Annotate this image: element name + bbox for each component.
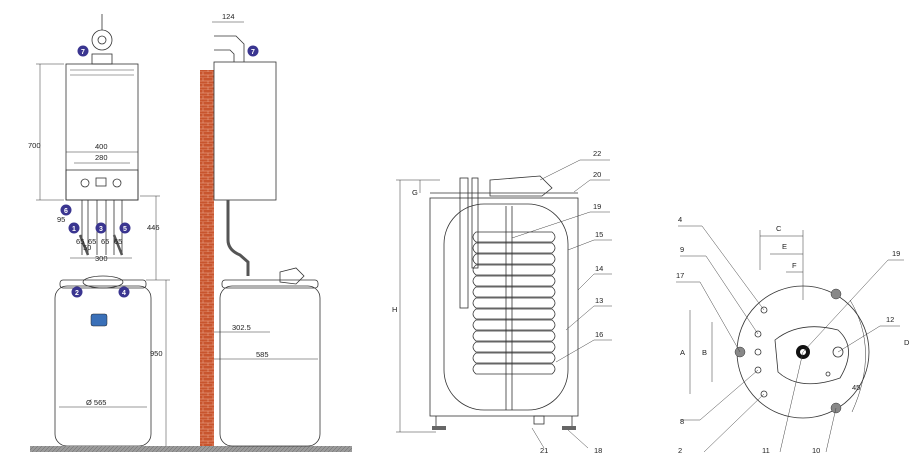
coil-loop	[472, 330, 556, 342]
label-21: 21	[540, 446, 548, 455]
label-B: B	[702, 348, 707, 357]
boiler-side	[213, 61, 277, 201]
label-13: 13	[595, 296, 603, 305]
label-12: 12	[886, 315, 894, 324]
label-G: G	[412, 188, 418, 197]
label-22: 22	[593, 149, 601, 158]
label-19: 19	[593, 202, 601, 211]
dim-446: 446	[147, 223, 160, 232]
svg-text:1: 1	[72, 226, 76, 233]
dim-95: 95	[57, 215, 65, 224]
label-10: 10	[812, 446, 820, 455]
cylinder-top	[59, 279, 147, 289]
dim-65-c: 65	[101, 237, 109, 246]
label-D: D	[904, 338, 910, 347]
label-A: A	[680, 348, 685, 357]
top-cover	[489, 175, 553, 197]
dim-302: 302.5	[232, 323, 251, 332]
badge-1: 1	[68, 222, 80, 234]
dim-65-d: 65	[114, 237, 122, 246]
coil-loop	[472, 352, 556, 364]
dim-300: 300	[95, 254, 108, 263]
label-17: 17	[676, 271, 684, 280]
label-19-top: 19	[892, 249, 900, 258]
badge-4: 4	[118, 286, 130, 298]
front-view: 700 400 280 95 50 65 65 65 65 300 Ø 565 …	[28, 14, 352, 452]
top-view: C E F A B D 45 4 9 17 8 2 11 10 12 19	[676, 215, 910, 455]
svg-text:6: 6	[64, 208, 68, 215]
dim-65-a: 65	[76, 237, 84, 246]
coil-loop	[472, 308, 556, 320]
label-18: 18	[594, 446, 602, 455]
coil-loop	[472, 231, 556, 243]
cylinder-logo	[90, 313, 108, 327]
svg-text:5: 5	[123, 226, 127, 233]
boiler-casing	[65, 63, 139, 201]
svg-text:7: 7	[251, 49, 255, 56]
svg-text:7: 7	[81, 49, 85, 56]
coil-loop	[472, 363, 556, 375]
label-2: 2	[678, 446, 682, 455]
section-view: 22 20 19 15 14 13 16 21 18 H G	[392, 149, 612, 455]
badge-5: 5	[119, 222, 131, 234]
label-16: 16	[595, 330, 603, 339]
coil-loop	[472, 286, 556, 298]
coil-loop	[472, 297, 556, 309]
dim-124: 124	[222, 12, 235, 21]
outer-jacket	[429, 197, 579, 417]
dim-400: 400	[95, 142, 108, 151]
cylinder-side	[219, 285, 321, 447]
label-H: H	[392, 305, 397, 314]
label-15: 15	[595, 230, 603, 239]
dim-65-b: 65	[88, 237, 96, 246]
cylinder-body	[54, 285, 152, 447]
heating-coil	[472, 231, 556, 375]
coil-loop	[472, 253, 556, 265]
label-F: F	[792, 261, 797, 270]
label-11: 11	[762, 446, 770, 455]
flue-outlet	[91, 29, 113, 51]
label-4: 4	[678, 215, 682, 224]
badge-3: 3	[95, 222, 107, 234]
coil-loop	[472, 242, 556, 254]
coil-loop	[472, 275, 556, 287]
top-cover-shape	[774, 326, 849, 385]
dim-50: 50	[83, 243, 91, 252]
dim-700: 700	[28, 141, 41, 150]
label-14: 14	[595, 264, 603, 273]
floor	[30, 446, 352, 452]
coil-loop	[472, 341, 556, 353]
coil-loop	[472, 319, 556, 331]
label-20: 20	[593, 170, 601, 179]
control-panel	[65, 169, 139, 201]
badge-2: 2	[71, 286, 83, 298]
svg-text:2: 2	[75, 290, 79, 297]
coil-loop	[472, 264, 556, 276]
badge-6: 6	[60, 204, 72, 216]
side-badge-7: 7	[247, 45, 259, 57]
dim-565: Ø 565	[86, 398, 106, 407]
svg-text:4: 4	[122, 290, 126, 297]
label-E: E	[782, 242, 787, 251]
dim-950: 950	[150, 349, 163, 358]
label-9: 9	[680, 245, 684, 254]
brick-wall	[200, 70, 214, 446]
badge-7: 7	[77, 45, 89, 57]
side-view: 124 7 302.5 585	[200, 12, 321, 447]
dim-280: 280	[95, 153, 108, 162]
label-C: C	[776, 224, 782, 233]
dim-585: 585	[256, 350, 269, 359]
svg-text:3: 3	[99, 226, 103, 233]
label-8: 8	[680, 417, 684, 426]
label-45: 45	[852, 383, 860, 392]
